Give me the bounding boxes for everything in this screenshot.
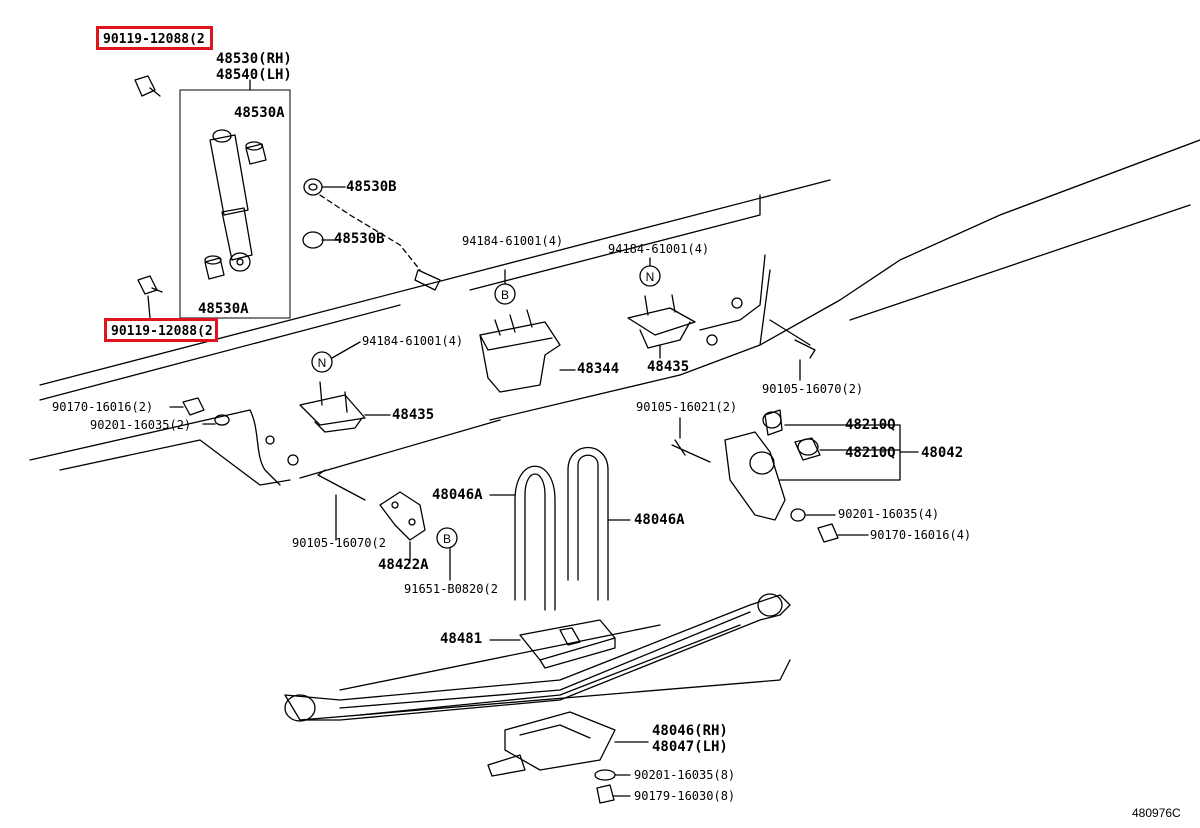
label-nut-ubolt[interactable]: 91651-B0820(2 bbox=[404, 582, 498, 596]
label-nut-bottom[interactable]: 90179-16030(8) bbox=[634, 789, 736, 803]
diagram-id: 480976C bbox=[1132, 806, 1181, 820]
label-bush-b-top[interactable]: 48530B bbox=[346, 179, 397, 195]
u-bolt-48046a-left bbox=[514, 465, 556, 611]
label-bolt-shackle[interactable]: 90105-16021(2) bbox=[636, 400, 738, 414]
label-bush-q-top[interactable]: 48210Q bbox=[845, 417, 896, 433]
bracket-48422a bbox=[379, 491, 426, 541]
label-spacer[interactable]: 48481 bbox=[440, 631, 483, 647]
label-washer-bottom[interactable]: 90201-16035(8) bbox=[634, 768, 736, 782]
label-bracket[interactable]: 48422A bbox=[378, 557, 429, 573]
label-stud-b[interactable]: 94184-61001(4) bbox=[462, 234, 564, 248]
frame-rail bbox=[39, 179, 831, 386]
bush-48530a-bottom bbox=[204, 255, 225, 280]
label-washer-right[interactable]: 90201-16035(4) bbox=[838, 507, 940, 521]
label-seat-rh[interactable]: 48046(RH) bbox=[652, 723, 728, 739]
marker-n-left bbox=[311, 351, 333, 373]
label-bush-b-bottom[interactable]: 48530B bbox=[334, 231, 385, 247]
highlight-bolt-bottom[interactable]: 90119-12088(2 bbox=[104, 318, 218, 342]
washer-90201-bottom bbox=[594, 769, 616, 781]
nut-90170-left bbox=[182, 397, 205, 416]
marker-n-right-letter: N bbox=[646, 270, 655, 284]
marker-b-top-letter: B bbox=[501, 288, 509, 302]
marker-b-bottom-letter: B bbox=[443, 532, 451, 546]
label-bumper-right[interactable]: 48435 bbox=[647, 359, 690, 375]
label-bolt-top[interactable]: 90119-12088(2 bbox=[103, 32, 205, 47]
label-bush-q-bottom[interactable]: 48210Q bbox=[845, 445, 896, 461]
label-nut-left[interactable]: 90170-16016(2) bbox=[52, 400, 154, 414]
label-ubolt-left[interactable]: 48046A bbox=[432, 487, 483, 503]
bumper-48435-left bbox=[299, 381, 366, 433]
u-bolt-48046a-right bbox=[567, 446, 609, 601]
label-bush-a-bottom[interactable]: 48530A bbox=[198, 301, 249, 317]
label-shock-rh[interactable]: 48530(RH) bbox=[216, 51, 292, 67]
bumper-48344 bbox=[479, 309, 561, 393]
label-bolt-rear[interactable]: 90105-16070(2) bbox=[762, 382, 864, 396]
label-ubolt-right[interactable]: 48046A bbox=[634, 512, 685, 528]
bush-48530b-bottom bbox=[302, 231, 324, 249]
nut-90170-right bbox=[817, 523, 839, 543]
label-stud-n-left[interactable]: 94184-61001(4) bbox=[362, 334, 464, 348]
washer-90201-right bbox=[790, 508, 806, 522]
spacer-48481 bbox=[519, 619, 616, 669]
bush-48530b-top bbox=[303, 178, 323, 196]
leaf-spring bbox=[284, 593, 791, 722]
label-bumper-left[interactable]: 48435 bbox=[392, 407, 435, 423]
bolt-90105-shackle bbox=[671, 439, 711, 463]
bush-48530a-top bbox=[245, 141, 267, 165]
bolt-90105-rear bbox=[769, 319, 816, 359]
bolt-90105-bracket bbox=[317, 469, 366, 501]
label-seat-lh[interactable]: 48047(LH) bbox=[652, 739, 728, 755]
washer-90201-left bbox=[214, 414, 230, 426]
highlight-bolt-top[interactable]: 90119-12088(2 bbox=[96, 26, 213, 50]
shackle-48042 bbox=[724, 409, 821, 521]
marker-n-left-letter: N bbox=[318, 356, 327, 370]
bumper-48435-right bbox=[627, 294, 696, 349]
label-washer-left[interactable]: 90201-16035(2) bbox=[90, 418, 192, 432]
label-nut-right[interactable]: 90170-16016(4) bbox=[870, 528, 972, 542]
bolt-90119-bottom bbox=[137, 275, 163, 295]
label-bumper-center[interactable]: 48344 bbox=[577, 361, 620, 377]
shock-bracket-box bbox=[179, 89, 291, 319]
label-bolt-bottom[interactable]: 90119-12088(2 bbox=[111, 324, 213, 339]
shock-absorber bbox=[209, 129, 253, 272]
spring-seat-48046 bbox=[487, 711, 616, 777]
bolt-90119-top bbox=[134, 75, 161, 97]
label-shock-lh[interactable]: 48540(LH) bbox=[216, 67, 292, 83]
nut-90179-bottom bbox=[596, 784, 615, 804]
label-bush-a-top[interactable]: 48530A bbox=[234, 105, 285, 121]
label-stud-n-right[interactable]: 94184-61001(4) bbox=[608, 242, 710, 256]
label-bolt-bracket[interactable]: 90105-16070(2 bbox=[292, 536, 386, 550]
marker-b-bottom bbox=[436, 527, 458, 549]
label-shackle[interactable]: 48042 bbox=[921, 445, 964, 461]
